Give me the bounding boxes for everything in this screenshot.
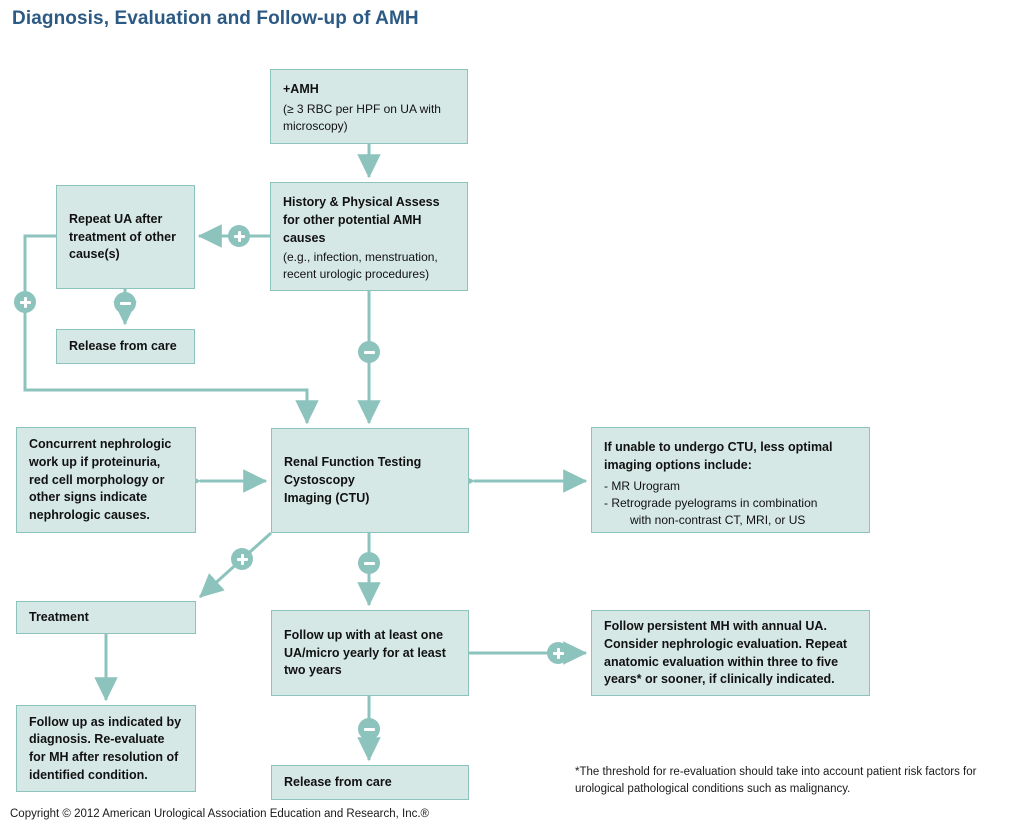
minus-icon-renal-to-followup	[358, 552, 380, 574]
box-history-physical[interactable]: History & Physical Assess for other pote…	[270, 182, 468, 291]
box-persistent-mh-heading: Follow persistent MH with annual UA. Con…	[604, 619, 848, 687]
box-renal-function-testing[interactable]: Renal Function Testing Cystoscopy Imagin…	[271, 428, 469, 533]
box-amh-heading: +AMH	[283, 82, 319, 96]
minus-icon-followup-to-release	[358, 718, 380, 740]
box-release-upper-heading: Release from care	[69, 339, 177, 354]
box-concurrent-nephrologic[interactable]: Concurrent nephrologic work up if protei…	[16, 427, 196, 533]
box-amh[interactable]: +AMH (≥ 3 RBC per HPF on UA with microsc…	[270, 69, 468, 144]
box-renal-line1: Renal Function Testing	[284, 455, 422, 470]
box-release-from-care-lower[interactable]: Release from care	[271, 765, 469, 800]
plus-vertical-bar	[237, 230, 241, 242]
box-renal-line3: Imaging (CTU)	[284, 490, 370, 505]
box-treatment-heading: Treatment	[29, 610, 89, 625]
box-followup-ua-micro[interactable]: Follow up with at least one UA/micro yea…	[271, 610, 469, 696]
minus-bar	[363, 350, 375, 354]
plus-icon-repeat-loop	[14, 291, 36, 313]
box-ctu-bullet-2: with non-contrast CT, MRI, or US	[630, 512, 806, 527]
box-followup-ua-heading: Follow up with at least one UA/micro yea…	[284, 627, 446, 678]
minus-bar	[363, 727, 375, 731]
minus-icon-repeat-to-release	[114, 292, 136, 314]
box-release-from-care-upper[interactable]: Release from care	[56, 329, 195, 364]
box-repeat-ua[interactable]: Repeat UA after treatment of other cause…	[56, 185, 195, 289]
plus-vertical-bar	[556, 647, 560, 659]
copyright-text: Copyright © 2012 American Urological Ass…	[10, 808, 430, 820]
box-amh-sub: (≥ 3 RBC per HPF on UA with microscopy)	[283, 101, 441, 133]
box-concurrent-heading: Concurrent nephrologic work up if protei…	[29, 437, 172, 523]
box-renal-line2: Cystoscopy	[284, 473, 355, 488]
box-followup-diagnosis-heading: Follow up as indicated by diagnosis. Re-…	[29, 714, 182, 782]
box-ctu-alternatives[interactable]: If unable to undergo CTU, less optimal i…	[591, 427, 870, 533]
minus-icon-history-to-renal	[358, 341, 380, 363]
minus-bar	[119, 301, 131, 305]
plus-icon-followup-to-persistent	[547, 642, 569, 664]
box-history-sub: (e.g., infection, menstruation, recent u…	[283, 250, 438, 282]
minus-bar	[363, 561, 375, 565]
box-treatment[interactable]: Treatment	[16, 601, 196, 634]
box-followup-as-indicated[interactable]: Follow up as indicated by diagnosis. Re-…	[16, 705, 196, 792]
page-title: Diagnosis, Evaluation and Follow-up of A…	[12, 8, 419, 29]
box-ctu-bullet-1: - Retrograde pyelograms in combination	[604, 495, 818, 510]
box-ctu-heading: If unable to undergo CTU, less optimal i…	[604, 440, 833, 472]
box-release-lower-heading: Release from care	[284, 775, 392, 790]
footnote-text: *The threshold for re-evaluation should …	[575, 766, 977, 795]
box-history-heading: History & Physical Assess for other pote…	[283, 195, 440, 245]
plus-icon-renal-to-treatment	[231, 548, 253, 570]
box-persistent-mh[interactable]: Follow persistent MH with annual UA. Con…	[591, 610, 870, 696]
plus-icon-history-to-repeat	[228, 225, 250, 247]
plus-vertical-bar	[23, 296, 27, 308]
box-ctu-bullets: - MR Urogram - Retrograde pyelograms in …	[604, 478, 857, 529]
box-repeat-ua-heading: Repeat UA after treatment of other cause…	[69, 211, 176, 262]
box-ctu-bullet-0: - MR Urogram	[604, 478, 681, 493]
plus-vertical-bar	[240, 553, 244, 565]
